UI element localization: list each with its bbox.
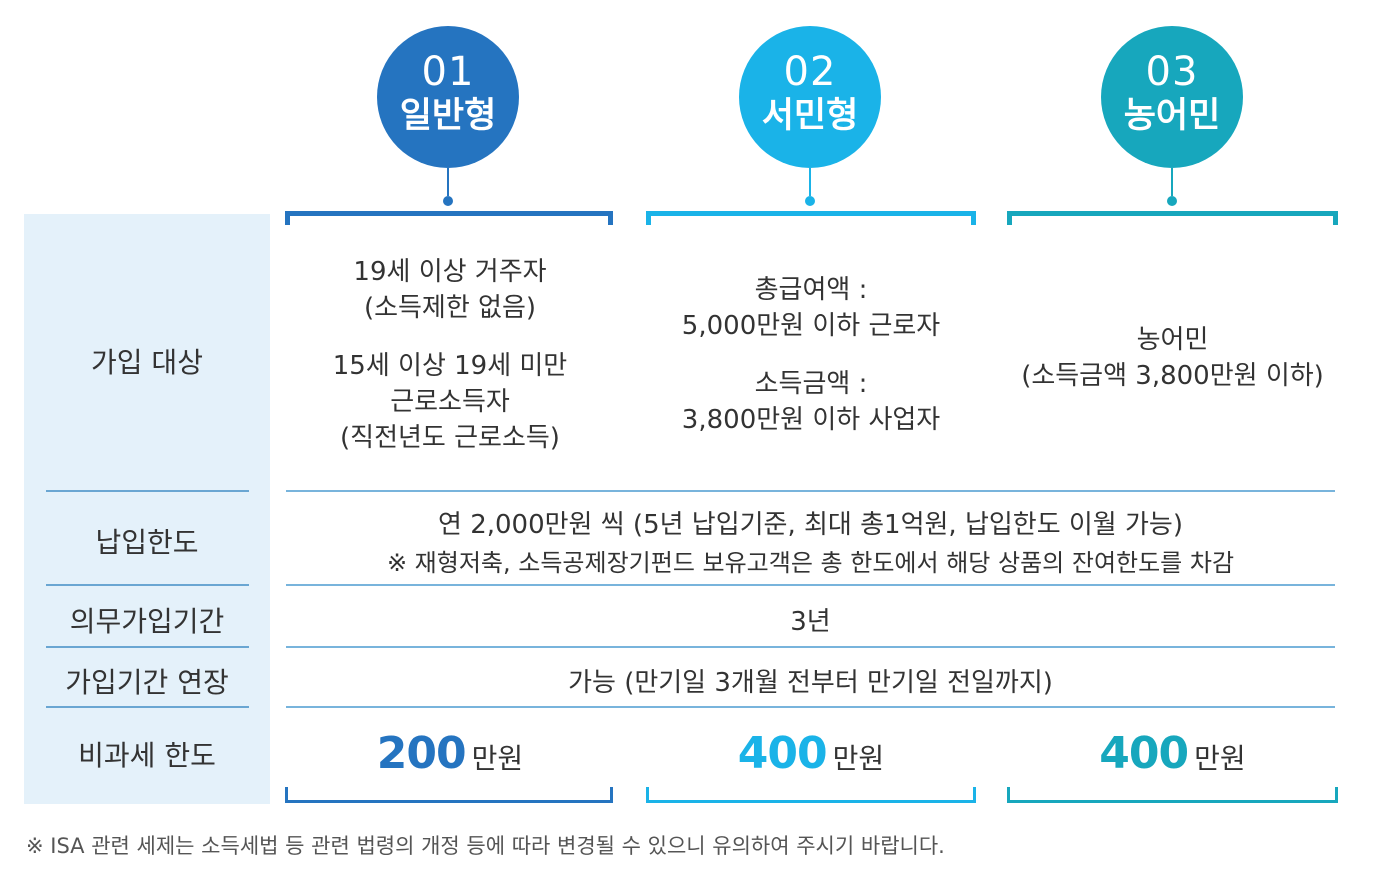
footnote: ※ ISA 관련 세제는 소득세법 등 관련 법령의 개정 등에 따라 변경될 … bbox=[26, 834, 945, 858]
type-circle-low-income: 02 서민형 bbox=[739, 26, 881, 168]
label-divider bbox=[46, 490, 249, 492]
row-label-column bbox=[24, 214, 270, 804]
eligibility-farmer: 농어민 (소득금액 3,800만원 이하) bbox=[1007, 322, 1338, 394]
type-number: 01 bbox=[421, 49, 475, 95]
column-bracket-bottom bbox=[1007, 787, 1338, 803]
row-divider bbox=[286, 490, 1335, 492]
row-label-eligibility: 가입 대상 bbox=[91, 346, 203, 379]
label-divider bbox=[46, 706, 249, 708]
type-name: 서민형 bbox=[761, 96, 859, 136]
eligibility-line: 농어민 bbox=[1136, 325, 1209, 355]
column-bracket-top bbox=[285, 211, 613, 225]
type-name: 일반형 bbox=[399, 96, 497, 136]
type-circle-general: 01 일반형 bbox=[377, 26, 519, 168]
connector-dot bbox=[1167, 196, 1177, 206]
label-divider bbox=[46, 584, 249, 586]
limit-amount: 200 bbox=[376, 728, 467, 779]
eligibility-line: 근로소득자 bbox=[390, 387, 510, 417]
eligibility-line: (직전년도 근로소득) bbox=[340, 423, 560, 453]
eligibility-general: 19세 이상 거주자 (소득제한 없음) 15세 이상 19세 미만 근로소득자… bbox=[286, 254, 614, 456]
eligibility-line: (소득금액 3,800만원 이하) bbox=[1021, 361, 1324, 391]
connector-dot bbox=[443, 196, 453, 206]
type-name: 농어민 bbox=[1123, 96, 1221, 136]
eligibility-line: 19세 이상 거주자 bbox=[353, 257, 547, 287]
column-bracket-bottom bbox=[646, 787, 976, 803]
column-bracket-bottom bbox=[285, 787, 613, 803]
limit-unit: 만원 bbox=[832, 742, 885, 775]
eligibility-line: 소득금액 : bbox=[754, 369, 868, 399]
payment-limit-text: 연 2,000만원 씩 (5년 납입기준, 최대 총1억원, 납입한도 이월 가… bbox=[438, 510, 1183, 540]
row-label-extension: 가입기간 연장 bbox=[65, 666, 229, 699]
limit-unit: 만원 bbox=[1194, 742, 1246, 775]
connector-dot bbox=[805, 196, 815, 206]
eligibility-line: 15세 이상 19세 미만 bbox=[332, 351, 568, 381]
eligibility-line: 5,000만원 이하 근로자 bbox=[681, 311, 941, 341]
extension-value: 가능 (만기일 3개월 전부터 만기일 전일까지) bbox=[568, 668, 1053, 698]
eligibility-line: 3,800만원 이하 사업자 bbox=[681, 405, 941, 435]
row-label-tax-free-limit: 비과세 한도 bbox=[78, 739, 216, 772]
limit-amount: 400 bbox=[1099, 728, 1189, 779]
type-number: 03 bbox=[1145, 49, 1199, 95]
connector-line bbox=[1171, 168, 1173, 196]
eligibility-low-income: 총급여액 : 5,000만원 이하 근로자 소득금액 : 3,800만원 이하 … bbox=[646, 272, 976, 438]
eligibility-line: (소득제한 없음) bbox=[363, 293, 537, 323]
limit-unit: 만원 bbox=[471, 742, 524, 775]
type-number: 02 bbox=[783, 49, 837, 95]
row-divider bbox=[286, 584, 1335, 586]
row-divider bbox=[286, 706, 1335, 708]
row-label-mandatory-period: 의무가입기간 bbox=[69, 605, 225, 638]
eligibility-line: 총급여액 : bbox=[754, 275, 868, 305]
column-bracket-top bbox=[1007, 211, 1338, 225]
mandatory-period-value: 3년 bbox=[790, 607, 831, 637]
connector-line bbox=[809, 168, 811, 196]
payment-limit-note: ※ 재형저축, 소득공제장기펀드 보유고객은 총 한도에서 해당 상품의 잔여한… bbox=[386, 549, 1235, 577]
column-bracket-top bbox=[646, 211, 976, 225]
row-label-payment-limit: 납입한도 bbox=[95, 526, 199, 559]
row-divider bbox=[286, 646, 1335, 648]
connector-line bbox=[447, 168, 449, 196]
label-divider bbox=[46, 646, 249, 648]
type-circle-farmer: 03 농어민 bbox=[1101, 26, 1243, 168]
limit-amount: 400 bbox=[737, 728, 828, 779]
